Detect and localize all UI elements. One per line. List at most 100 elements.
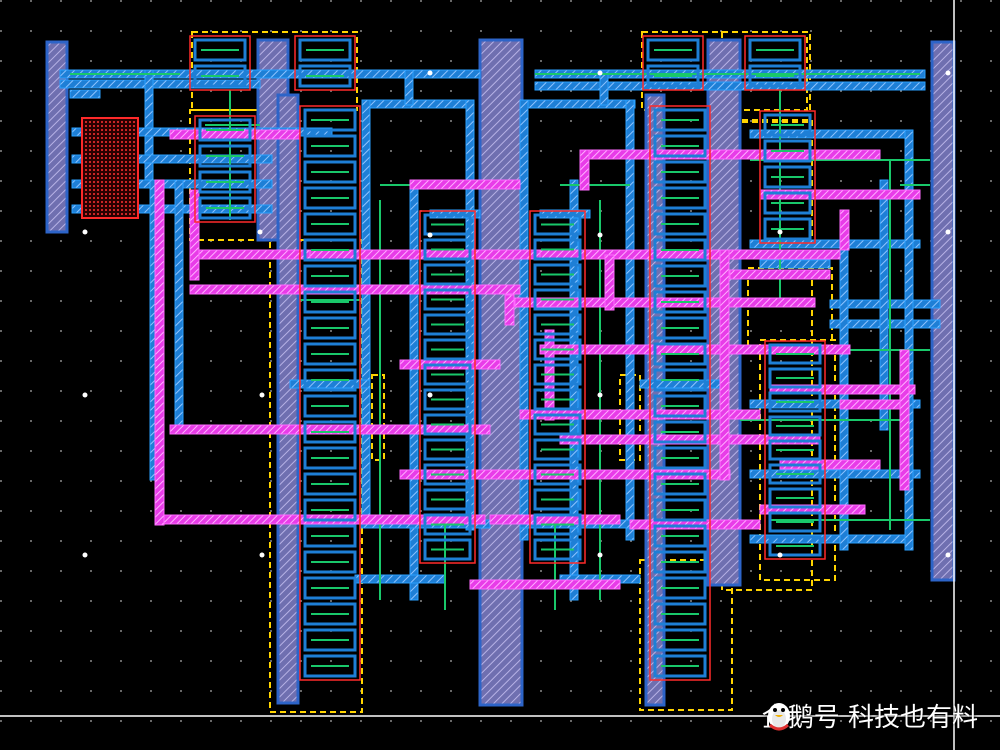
device-stack-left [303, 420, 357, 444]
device-stack-lower-right [768, 487, 822, 509]
device-stack-left [303, 368, 357, 392]
device-stack-right [653, 212, 707, 236]
metal1-wire [409, 179, 419, 601]
device-stack-header-a [193, 38, 247, 62]
device-stack-center-right [533, 263, 582, 286]
device-stack-center-left [423, 463, 472, 486]
metal2-wire [604, 254, 615, 311]
device-stack-right [653, 368, 707, 392]
device-stack-right [653, 394, 707, 418]
origin-marker [259, 392, 265, 398]
metal2-wire [169, 424, 491, 435]
device-stack-left [303, 342, 357, 366]
device-stack-header-left [298, 64, 352, 88]
cell-boundary [371, 374, 385, 461]
watermark: 企鹅号 科技也有料 [762, 697, 978, 734]
power-rail [930, 40, 956, 582]
origin-marker [82, 552, 88, 558]
device-stack-header-left [298, 38, 352, 62]
device-stack-center-right-diffusion [529, 210, 586, 564]
origin-marker [597, 232, 603, 238]
device-stack-right [653, 420, 707, 444]
origin-marker [427, 392, 433, 398]
device-stack-right [653, 550, 707, 574]
origin-marker [597, 70, 603, 76]
device-stack-header-right-diffusion [744, 35, 806, 91]
device-stack-lower-right [768, 511, 822, 533]
device-stack-right-diffusion [649, 105, 711, 681]
device-stack-center-right [533, 213, 582, 236]
device-stack-header-b [646, 64, 700, 88]
power-rail [276, 93, 300, 705]
device-stack-center-left [423, 488, 472, 511]
metal1-wire [69, 89, 101, 99]
device-stack-top-left-diffusion [194, 115, 256, 223]
origin-marker [82, 392, 88, 398]
metal2-wire [169, 129, 301, 140]
device-stack-center-right [533, 313, 582, 336]
device-stack-center-right [533, 338, 582, 361]
device-stack-right [653, 238, 707, 262]
device-stack-left [303, 134, 357, 158]
device-stack-right [653, 654, 707, 678]
device-stack-left [303, 290, 357, 314]
device-stack-left [303, 160, 357, 184]
device-stacks [189, 35, 826, 681]
origin-marker [777, 229, 783, 235]
device-stack-left [303, 212, 357, 236]
device-stack-right [653, 602, 707, 626]
device-stack-center-left [423, 238, 472, 261]
metal2-wire [579, 149, 590, 191]
device-stack-right [653, 446, 707, 470]
device-stack-center-left [423, 263, 472, 286]
device-stack-right [653, 498, 707, 522]
device-stack-header-a-diffusion [189, 35, 251, 91]
watermark-text: 企鹅号 科技也有料 [761, 703, 978, 733]
power-rail [478, 38, 524, 707]
metal1-wire [361, 99, 475, 109]
device-stack-left [303, 654, 357, 678]
device-stack-center-left [423, 313, 472, 336]
device-stack-center-left [423, 513, 472, 536]
device-stack-left [303, 602, 357, 626]
device-stack-center-right [533, 488, 582, 511]
metal2-wire [469, 579, 621, 590]
device-stack-header-b [646, 38, 700, 62]
device-stack-header-right [748, 64, 802, 88]
device-stack-lower-right [768, 367, 822, 389]
device-stack-top-left [198, 118, 252, 142]
device-stack-top-left [198, 170, 252, 194]
device-stack-center-left-diffusion [419, 210, 476, 564]
origin-marker [427, 70, 433, 76]
origin-marker [945, 229, 951, 235]
device-stack-left [303, 576, 357, 600]
device-stack-top-left [198, 144, 252, 168]
diffusion-block [81, 117, 139, 219]
device-stack-center-right [533, 238, 582, 261]
cell-boundary [189, 109, 263, 241]
device-stack-left [303, 316, 357, 340]
origin-marker [945, 552, 951, 558]
metal2-wire [899, 349, 910, 491]
device-stack-lower-right [768, 535, 822, 557]
penguin-logo-icon [767, 703, 790, 731]
device-stack-left [303, 472, 357, 496]
metal1-wire [289, 379, 371, 389]
metal1-wire [174, 179, 184, 431]
metal1-wire [71, 154, 273, 164]
device-stack-center-left [423, 288, 472, 311]
device-stack-left [303, 628, 357, 652]
device-stack-center-right [533, 363, 582, 386]
metal1-wire [71, 204, 273, 214]
metal2-wire [579, 149, 881, 160]
device-stack-lower-right [768, 343, 822, 365]
metal2-wire [409, 179, 521, 190]
origin-marker [945, 70, 951, 76]
metal2-wire [504, 294, 515, 326]
device-stack-center-left [423, 363, 472, 386]
device-stack-left [303, 108, 357, 132]
device-stack-center-right [533, 538, 582, 561]
origin-marker [259, 552, 265, 558]
device-stack-center-left [423, 413, 472, 436]
